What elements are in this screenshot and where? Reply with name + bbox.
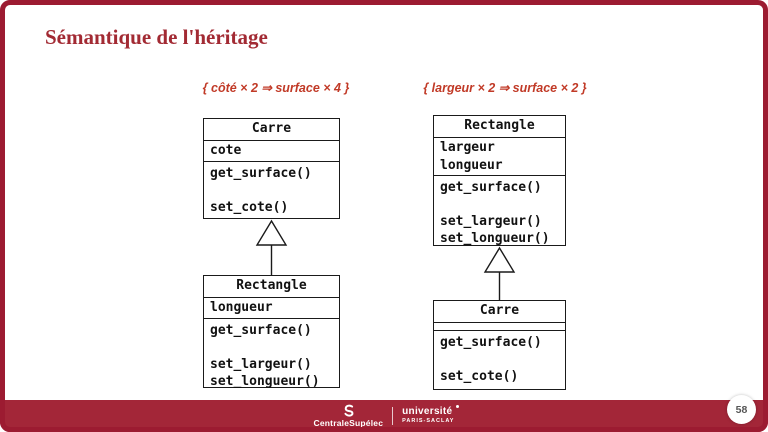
class-title: Rectangle [434, 116, 565, 138]
universite-star-icon [456, 405, 460, 409]
footer-divider [392, 407, 394, 425]
footer: CentraleSupélec université PARIS-SACLAY [0, 400, 768, 432]
method-blank [440, 351, 559, 368]
attribute: largeur [440, 140, 495, 155]
class-title: Rectangle [204, 276, 339, 298]
method: set_longueur() [210, 374, 320, 389]
right-annotation: { largeur × 2 ⇒ surface × 2 } [423, 81, 587, 95]
centralesupelec-logo: CentraleSupélec [314, 404, 384, 428]
method: get_surface() [440, 335, 542, 350]
method: get_surface() [210, 166, 312, 181]
page-number: 58 [735, 403, 748, 416]
class-title: Carre [204, 119, 339, 141]
class-title: Carre [434, 301, 565, 323]
attribute: longueur [440, 158, 503, 173]
class-attributes: largeur longueur [434, 138, 565, 176]
uml-class-rectangle-right: Rectangle largeur longueur get_surface()… [433, 115, 566, 246]
class-methods: get_surface() set_cote() [204, 162, 339, 218]
attribute: cote [210, 143, 242, 158]
attribute: longueur [210, 300, 273, 315]
uml-class-carre-right: Carre get_surface() set_cote() [433, 300, 566, 390]
page-number-badge: 58 [727, 395, 756, 424]
method-blank [210, 339, 333, 356]
paris-saclay-label: PARIS-SACLAY [402, 418, 455, 425]
left-annotation: { côté × 2 ⇒ surface × 4 } [202, 81, 350, 95]
class-methods: get_surface() set_largeur() set_longueur… [204, 319, 339, 392]
method: get_surface() [210, 323, 312, 338]
class-attributes: longueur [204, 298, 339, 319]
method: set_largeur() [440, 214, 542, 229]
method-blank [210, 182, 333, 199]
method: set_cote() [440, 369, 519, 384]
method: set_cote() [210, 200, 289, 215]
centralesupelec-s-icon [344, 404, 354, 417]
page-title: Sémantique de l'héritage [45, 25, 268, 49]
inheritance-arrow-right [483, 246, 516, 300]
class-attributes: cote [204, 141, 339, 162]
class-methods: get_surface() set_largeur() set_longueur… [434, 176, 565, 249]
uml-class-carre-left: Carre cote get_surface() set_cote() [203, 118, 340, 219]
uml-class-rectangle-left: Rectangle longueur get_surface() set_lar… [203, 275, 340, 389]
method-blank [440, 196, 559, 213]
centralesupelec-label: CentraleSupélec [313, 418, 384, 428]
method: set_largeur() [210, 357, 312, 372]
inheritance-arrow-left [255, 219, 288, 275]
method: set_longueur() [440, 231, 550, 246]
universite-paris-saclay-logo: université PARIS-SACLAY [402, 405, 460, 425]
class-methods: get_surface() set_cote() [434, 331, 565, 389]
method: get_surface() [440, 180, 542, 195]
class-attributes-empty [434, 323, 565, 331]
universite-label: université [402, 406, 453, 418]
